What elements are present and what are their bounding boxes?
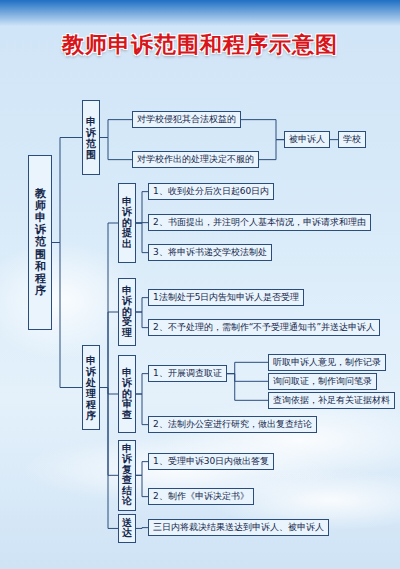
step-box: 2、不予处理的，需制作“不予受理通知书”并送达申诉人 — [148, 319, 380, 336]
connector — [136, 394, 148, 425]
category-box: 申诉的受理 — [118, 278, 136, 346]
connector — [136, 374, 148, 394]
node-text: 3、将申诉书递交学校法制处 — [153, 247, 267, 258]
category-box: 申诉的审查 — [118, 355, 136, 433]
step-box: 对学校作出的处理决定不服的 — [132, 151, 259, 168]
node-text: 1、开展调查取证 — [153, 368, 222, 379]
connector — [136, 298, 148, 312]
step-box: 三日内将裁决结果送达到申诉人、被申诉人 — [148, 519, 329, 536]
category-box: 申诉处理程序 — [82, 345, 100, 430]
connector — [136, 312, 148, 328]
step-box: 学校 — [338, 131, 366, 148]
category-box: 申诉范围 — [82, 100, 100, 175]
node-text: 询问取证，制作询问笔录 — [273, 376, 372, 387]
connector — [100, 388, 118, 529]
node-text: 1、收到处分后次日起60日内 — [153, 186, 269, 197]
step-box: 2、制作《申诉决定书》 — [148, 488, 254, 505]
node-text: 学校 — [343, 134, 361, 145]
connector — [136, 462, 148, 476]
node-text: 对学校作出的处理决定不服的 — [137, 154, 254, 165]
node-text: 送达 — [122, 518, 132, 539]
node-text: 2、法制办公室进行研究，做出复查结论 — [153, 419, 312, 430]
step-box: 被申诉人 — [284, 131, 330, 148]
node-text: 查询依据，补足有关证据材料 — [273, 395, 390, 406]
node-text: 对学校侵犯其合法权益的 — [137, 114, 236, 125]
connector — [100, 223, 118, 388]
step-box: 1法制处于5日内告知申诉人是否受理 — [148, 289, 304, 306]
node-text: 申诉的受理 — [122, 286, 132, 338]
connector — [100, 138, 132, 160]
node-text: 1法制处于5日内告知申诉人是否受理 — [153, 292, 299, 303]
category-box: 送达 — [118, 514, 136, 543]
node-text: 教师申诉范围和程序 — [35, 188, 46, 297]
connector — [136, 223, 148, 253]
node-text: 申诉处理程序 — [86, 355, 96, 421]
step-box: 询问取证，制作询问笔录 — [268, 373, 377, 390]
node-text: 申诉范围 — [86, 116, 96, 160]
node-text: 2、不予处理的，需制作“不予受理通知书”并送达申诉人 — [153, 322, 375, 333]
connector — [227, 374, 268, 401]
category-box: 申诉复查结论 — [118, 440, 136, 511]
connector — [241, 120, 284, 140]
connector — [100, 388, 118, 395]
connector — [100, 388, 118, 476]
step-box: 查询依据，补足有关证据材料 — [268, 392, 395, 409]
connector — [227, 362, 268, 373]
node-text: 申诉的审查 — [122, 368, 132, 420]
node-text: 听取申诉人意见，制作记录 — [273, 357, 381, 368]
step-box: 2、书面提出，并注明个人基本情况，申诉请求和理由 — [148, 214, 371, 231]
connector — [136, 475, 148, 496]
diagram-title: 教师申诉范围和程序示意图 — [0, 30, 400, 60]
connector — [259, 140, 284, 160]
connector — [52, 138, 82, 243]
step-box: 3、将申诉书递交学校法制处 — [148, 244, 272, 261]
connector — [330, 139, 338, 140]
connector — [100, 120, 132, 138]
step-box: 听取申诉人意见，制作记录 — [268, 354, 386, 371]
node-text: 1、受理申诉30日内做出答复 — [153, 456, 269, 467]
connector — [136, 192, 148, 223]
node-text: 2、制作《申诉决定书》 — [153, 491, 249, 502]
node-text: 被申诉人 — [289, 134, 325, 145]
connector — [227, 374, 268, 382]
step-box: 1、收到处分后次日起60日内 — [148, 183, 274, 200]
connector — [100, 312, 118, 388]
connector — [136, 527, 148, 529]
node-text: 三日内将裁决结果送达到申诉人、被申诉人 — [153, 522, 324, 533]
node-text: 申诉复查结论 — [122, 444, 132, 507]
step-box: 对学校侵犯其合法权益的 — [132, 111, 241, 128]
category-box: 教师申诉范围和程序 — [28, 155, 52, 330]
step-box: 2、法制办公室进行研究，做出复查结论 — [148, 416, 317, 433]
node-text: 申诉的提出 — [122, 197, 132, 249]
node-text: 2、书面提出，并注明个人基本情况，申诉请求和理由 — [153, 217, 366, 228]
step-box: 1、开展调查取证 — [148, 365, 227, 382]
top-band — [0, 0, 400, 26]
step-box: 1、受理申诉30日内做出答复 — [148, 453, 274, 470]
connector — [52, 243, 82, 388]
category-box: 申诉的提出 — [118, 183, 136, 263]
